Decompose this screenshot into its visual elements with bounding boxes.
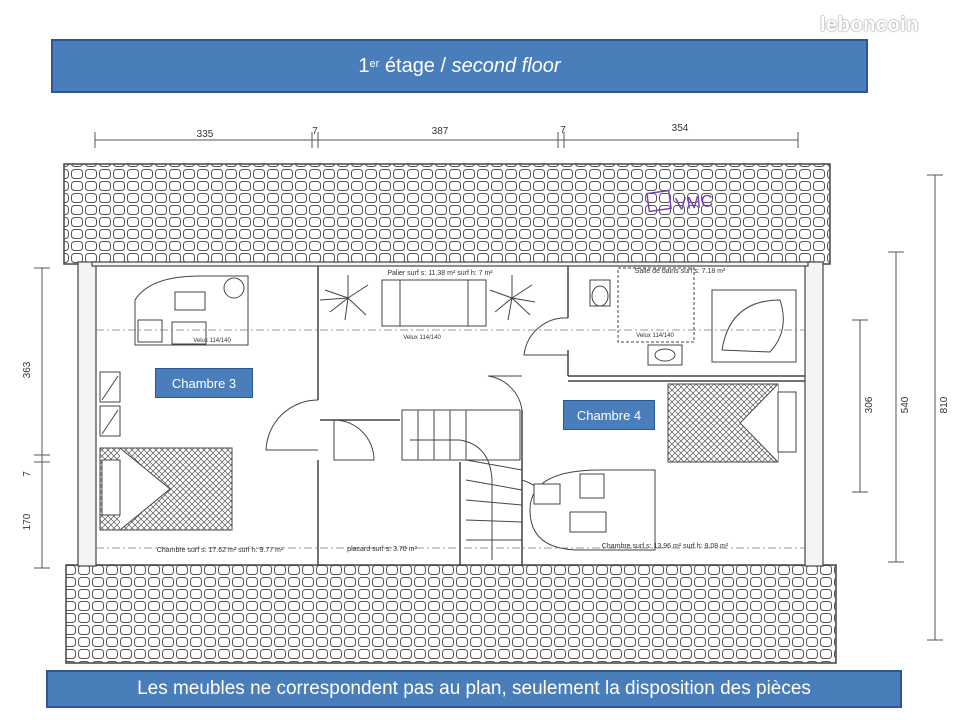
right-dimension-lines [852, 174, 943, 641]
top-dimension-line [94, 132, 799, 148]
handwritten-vmc-note [646, 189, 672, 213]
dim-left-2: 7 [22, 471, 33, 477]
title-superscript: er [369, 58, 380, 70]
dim-right-3: 810 [939, 396, 950, 413]
dim-right-1: 306 [864, 396, 875, 413]
guide-lines [96, 329, 805, 549]
leboncoin-watermark: leboncoin [820, 14, 919, 36]
velux-left-annotation: Velux 114/140 [193, 338, 231, 344]
staircase [401, 409, 523, 560]
palier-annotation: Palier surf s: 11.38 m² surf h: 7 m² [387, 270, 493, 277]
chambre-4-label: Chambre 4 [563, 400, 655, 430]
title-english: second floor [451, 54, 561, 77]
dim-top-5: 354 [672, 123, 689, 134]
plant-icons [319, 275, 536, 321]
exterior-walls [77, 261, 824, 567]
interior-walls [317, 266, 805, 566]
velux-bath-annotation: Velux 114/140 [636, 333, 674, 339]
dim-right-2: 540 [900, 396, 911, 413]
dim-left-3: 170 [22, 513, 33, 530]
chambre-3-label: Chambre 3 [155, 368, 253, 398]
chambre-4-area: Chambre surf s: 13.96 m² surf h: 9.08 m² [602, 543, 729, 550]
dim-top-2: 7 [312, 126, 318, 137]
roof-tiles-bottom [65, 564, 837, 664]
furniture-disclaimer-banner: Les meubles ne correspondent pas au plan… [46, 670, 902, 708]
velux-palier-annotation: Velux 114/140 [403, 335, 441, 341]
vmc-note: VMC [674, 191, 714, 214]
dim-top-3: 387 [432, 126, 449, 137]
bed-chambre-4 [667, 383, 797, 463]
dim-top-1: 335 [197, 129, 214, 140]
bed-chambre-3 [99, 447, 233, 531]
title-text: étage / [379, 54, 452, 77]
left-dimension-line [34, 267, 50, 569]
title-number: 1 [358, 54, 370, 77]
furniture [99, 267, 797, 551]
roof-tiles-top [63, 163, 831, 265]
placard-area: placard surf s: 3.70 m² [347, 546, 417, 553]
salle-de-bains-annotation: Salle de bains surf s: 7.18 m² [635, 268, 726, 275]
dim-left-1: 363 [22, 361, 33, 378]
dim-top-4: 7 [560, 125, 566, 136]
chambre-3-area: Chambre surf s: 17.62 m² surf h: 9.77 m² [157, 547, 284, 554]
